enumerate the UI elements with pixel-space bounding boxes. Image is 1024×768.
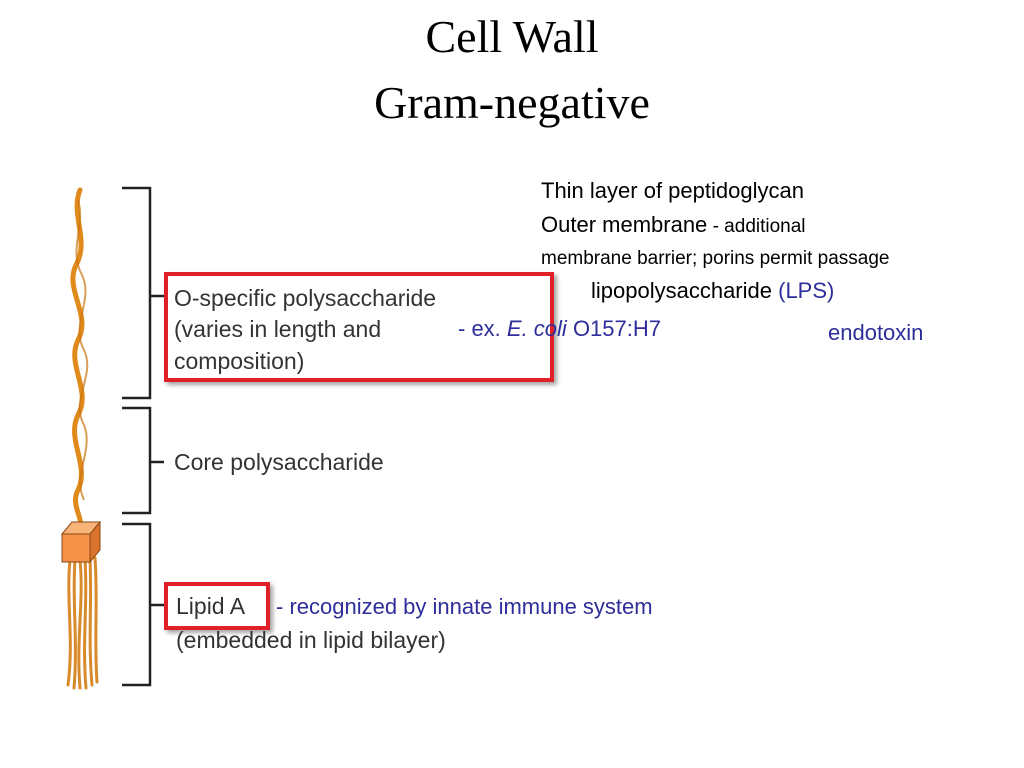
note-outer-membrane-main: Outer membrane (541, 212, 708, 237)
note-lps-abbrev: (LPS) (772, 278, 835, 303)
note-lps-main: lipopolysaccharide (591, 278, 772, 303)
core-polysaccharide-label: Core polysaccharide (174, 449, 384, 475)
note-endotoxin: endotoxin (828, 320, 924, 345)
o-specific-bracket (122, 186, 152, 400)
note-outer-membrane: Outer membrane - additional (541, 210, 806, 242)
o-chain-strand (70, 187, 85, 533)
ecoli-strain: O157:H7 (566, 316, 661, 341)
o-specific-label-line1: O-specific polysaccharide (174, 285, 437, 311)
lipid-a-bracket (122, 522, 152, 687)
lipid-a-sublabel: (embedded in lipid bilayer) (176, 627, 446, 653)
o-specific-label-line2: (varies in length and (174, 316, 382, 342)
lipid-a-cube (60, 520, 102, 564)
lipid-a-label: Lipid A (176, 593, 246, 619)
note-outer-membrane-small: - additional (707, 216, 806, 237)
o-specific-highlight-box (164, 272, 554, 382)
ecoli-name: E. coli (506, 316, 567, 341)
slide-title-line1: Cell Wall (425, 11, 599, 62)
ecoli-annotation: - ex. E. coli O157:H7 (458, 314, 661, 344)
o-chain-strand-2 (75, 199, 89, 501)
o-specific-label-line3: composition) (174, 348, 305, 374)
note-lps: lipopolysaccharide (LPS) (591, 276, 834, 306)
slide-title-line2: Gram-negative (374, 77, 650, 128)
lipid-tails (66, 556, 99, 690)
brackets (122, 186, 164, 687)
ecoli-prefix: - ex. (458, 316, 507, 341)
note-membrane-barrier: membrane barrier; porins permit passage (541, 248, 890, 269)
lipid-a-highlight-box (164, 582, 270, 630)
core-bracket (122, 406, 152, 515)
note-peptidoglycan: Thin layer of peptidoglycan (541, 178, 804, 203)
lipid-a-annotation: - recognized by innate immune system (276, 594, 653, 619)
